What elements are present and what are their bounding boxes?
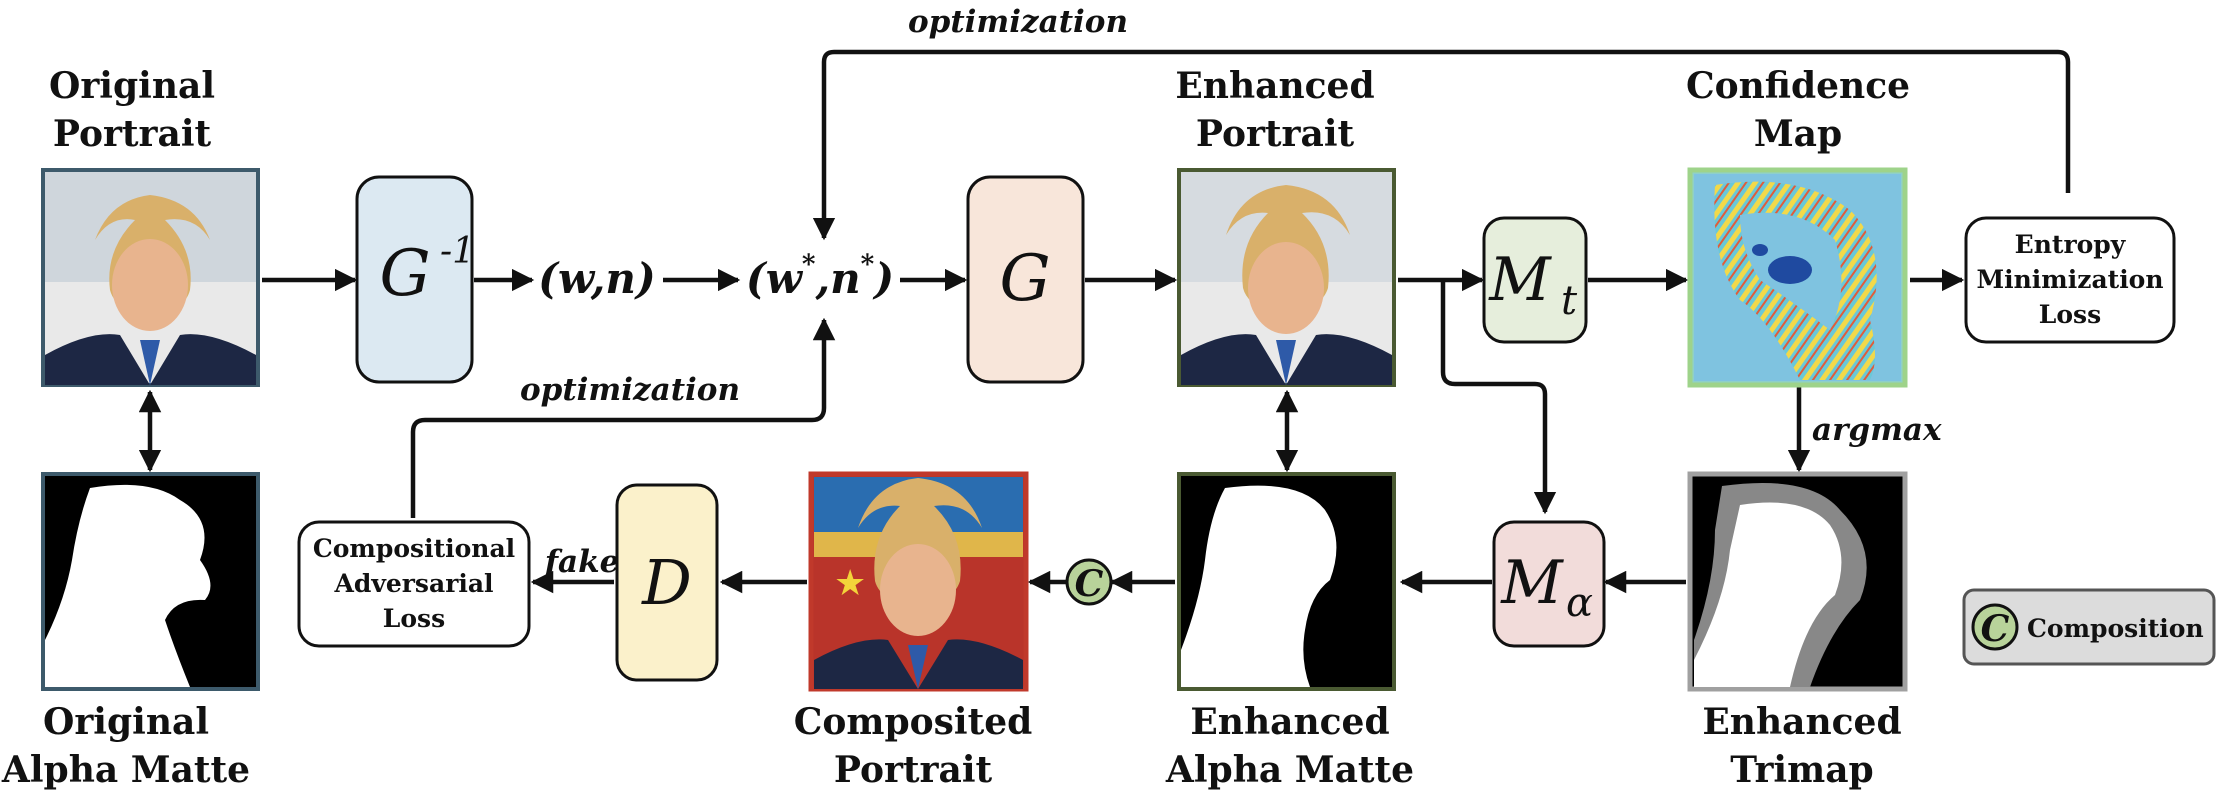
- optimization-top-label: optimization: [908, 4, 1128, 40]
- fake-label: fake: [543, 544, 620, 580]
- enhanced-trimap-image: [1687, 471, 1908, 692]
- caption-original-portrait-2: Portrait: [53, 113, 212, 155]
- legend-composition-icon-label: C: [1981, 608, 2010, 650]
- g-label: G: [999, 242, 1050, 316]
- composited-portrait-image: ★: [808, 471, 1029, 692]
- connections: [138, 49, 2071, 594]
- caption-confidence-map-1: Confidence: [1686, 65, 1910, 107]
- mt-label: M: [1488, 245, 1552, 315]
- module-mt: M t: [1482, 216, 1588, 344]
- module-g-inverse: G -1: [355, 175, 475, 384]
- caption-original-alpha-1: Original: [43, 701, 209, 743]
- enhanced-alpha-matte-image: [1177, 472, 1396, 691]
- d-label: D: [641, 546, 692, 619]
- entropy-loss-box: Entropy Minimization Loss: [1964, 216, 2176, 344]
- entropy-loss-line-2: Minimization: [1976, 265, 2163, 294]
- composition-node: C: [1065, 558, 1113, 606]
- arrow-to-malpha: [1440, 280, 1557, 515]
- caption-enhanced-trimap-1: Enhanced: [1702, 701, 1901, 743]
- argmax-label: argmax: [1812, 412, 1942, 448]
- entropy-loss-line-3: Loss: [2039, 300, 2101, 329]
- malpha-subscript: α: [1566, 580, 1593, 626]
- original-alpha-matte-image: [41, 472, 260, 691]
- caption-enhanced-portrait-1: Enhanced: [1175, 65, 1374, 107]
- arrow-optimization-bottom: [410, 317, 836, 518]
- legend-composition-label: Composition: [2027, 614, 2204, 643]
- caption-confidence-map-2: Map: [1754, 113, 1842, 155]
- legend: C Composition: [1962, 588, 2216, 666]
- caption-original-alpha-2: Alpha Matte: [1, 749, 250, 791]
- latent-wn: (w,n): [538, 254, 656, 303]
- caption-original-portrait-1: Original: [49, 65, 215, 107]
- confidence-map-image: [1687, 167, 1908, 388]
- caption-enhanced-alpha-1: Enhanced: [1190, 701, 1389, 743]
- module-g: G: [966, 175, 1085, 384]
- adversarial-loss-line-2: Adversarial: [333, 569, 493, 598]
- svg-text:G: G: [379, 237, 430, 311]
- arrow-optimization-top: [812, 49, 2071, 241]
- module-malpha: M α: [1492, 520, 1606, 648]
- caption-enhanced-trimap-2: Trimap: [1730, 749, 1873, 791]
- caption-enhanced-alpha-2: Alpha Matte: [1165, 749, 1414, 791]
- original-portrait-image: [41, 168, 260, 387]
- adversarial-loss-line-3: Loss: [383, 604, 445, 633]
- g-inverse-label: G: [379, 237, 430, 311]
- composition-node-label: C: [1075, 563, 1104, 605]
- caption-composited-portrait-1: Composited: [794, 701, 1033, 743]
- adversarial-loss-box: Compositional Adversarial Loss: [297, 520, 531, 648]
- g-inverse-superscript: -1: [440, 231, 475, 272]
- svg-text:-1: -1: [440, 231, 475, 272]
- optimization-bottom-label: optimization: [520, 372, 740, 408]
- module-d: D: [615, 483, 719, 682]
- caption-enhanced-portrait-2: Portrait: [1196, 113, 1355, 155]
- adversarial-loss-line-1: Compositional: [313, 534, 515, 563]
- svg-text:★: ★: [834, 563, 866, 604]
- enhanced-portrait-image: [1177, 168, 1396, 387]
- entropy-loss-line-1: Entropy: [2015, 230, 2127, 259]
- latent-wn-star: (w*,n*): [746, 250, 894, 303]
- mt-subscript: t: [1561, 278, 1578, 324]
- malpha-label: M: [1500, 548, 1564, 618]
- legend-composition-icon: [1971, 603, 2019, 651]
- caption-composited-portrait-2: Portrait: [834, 749, 993, 791]
